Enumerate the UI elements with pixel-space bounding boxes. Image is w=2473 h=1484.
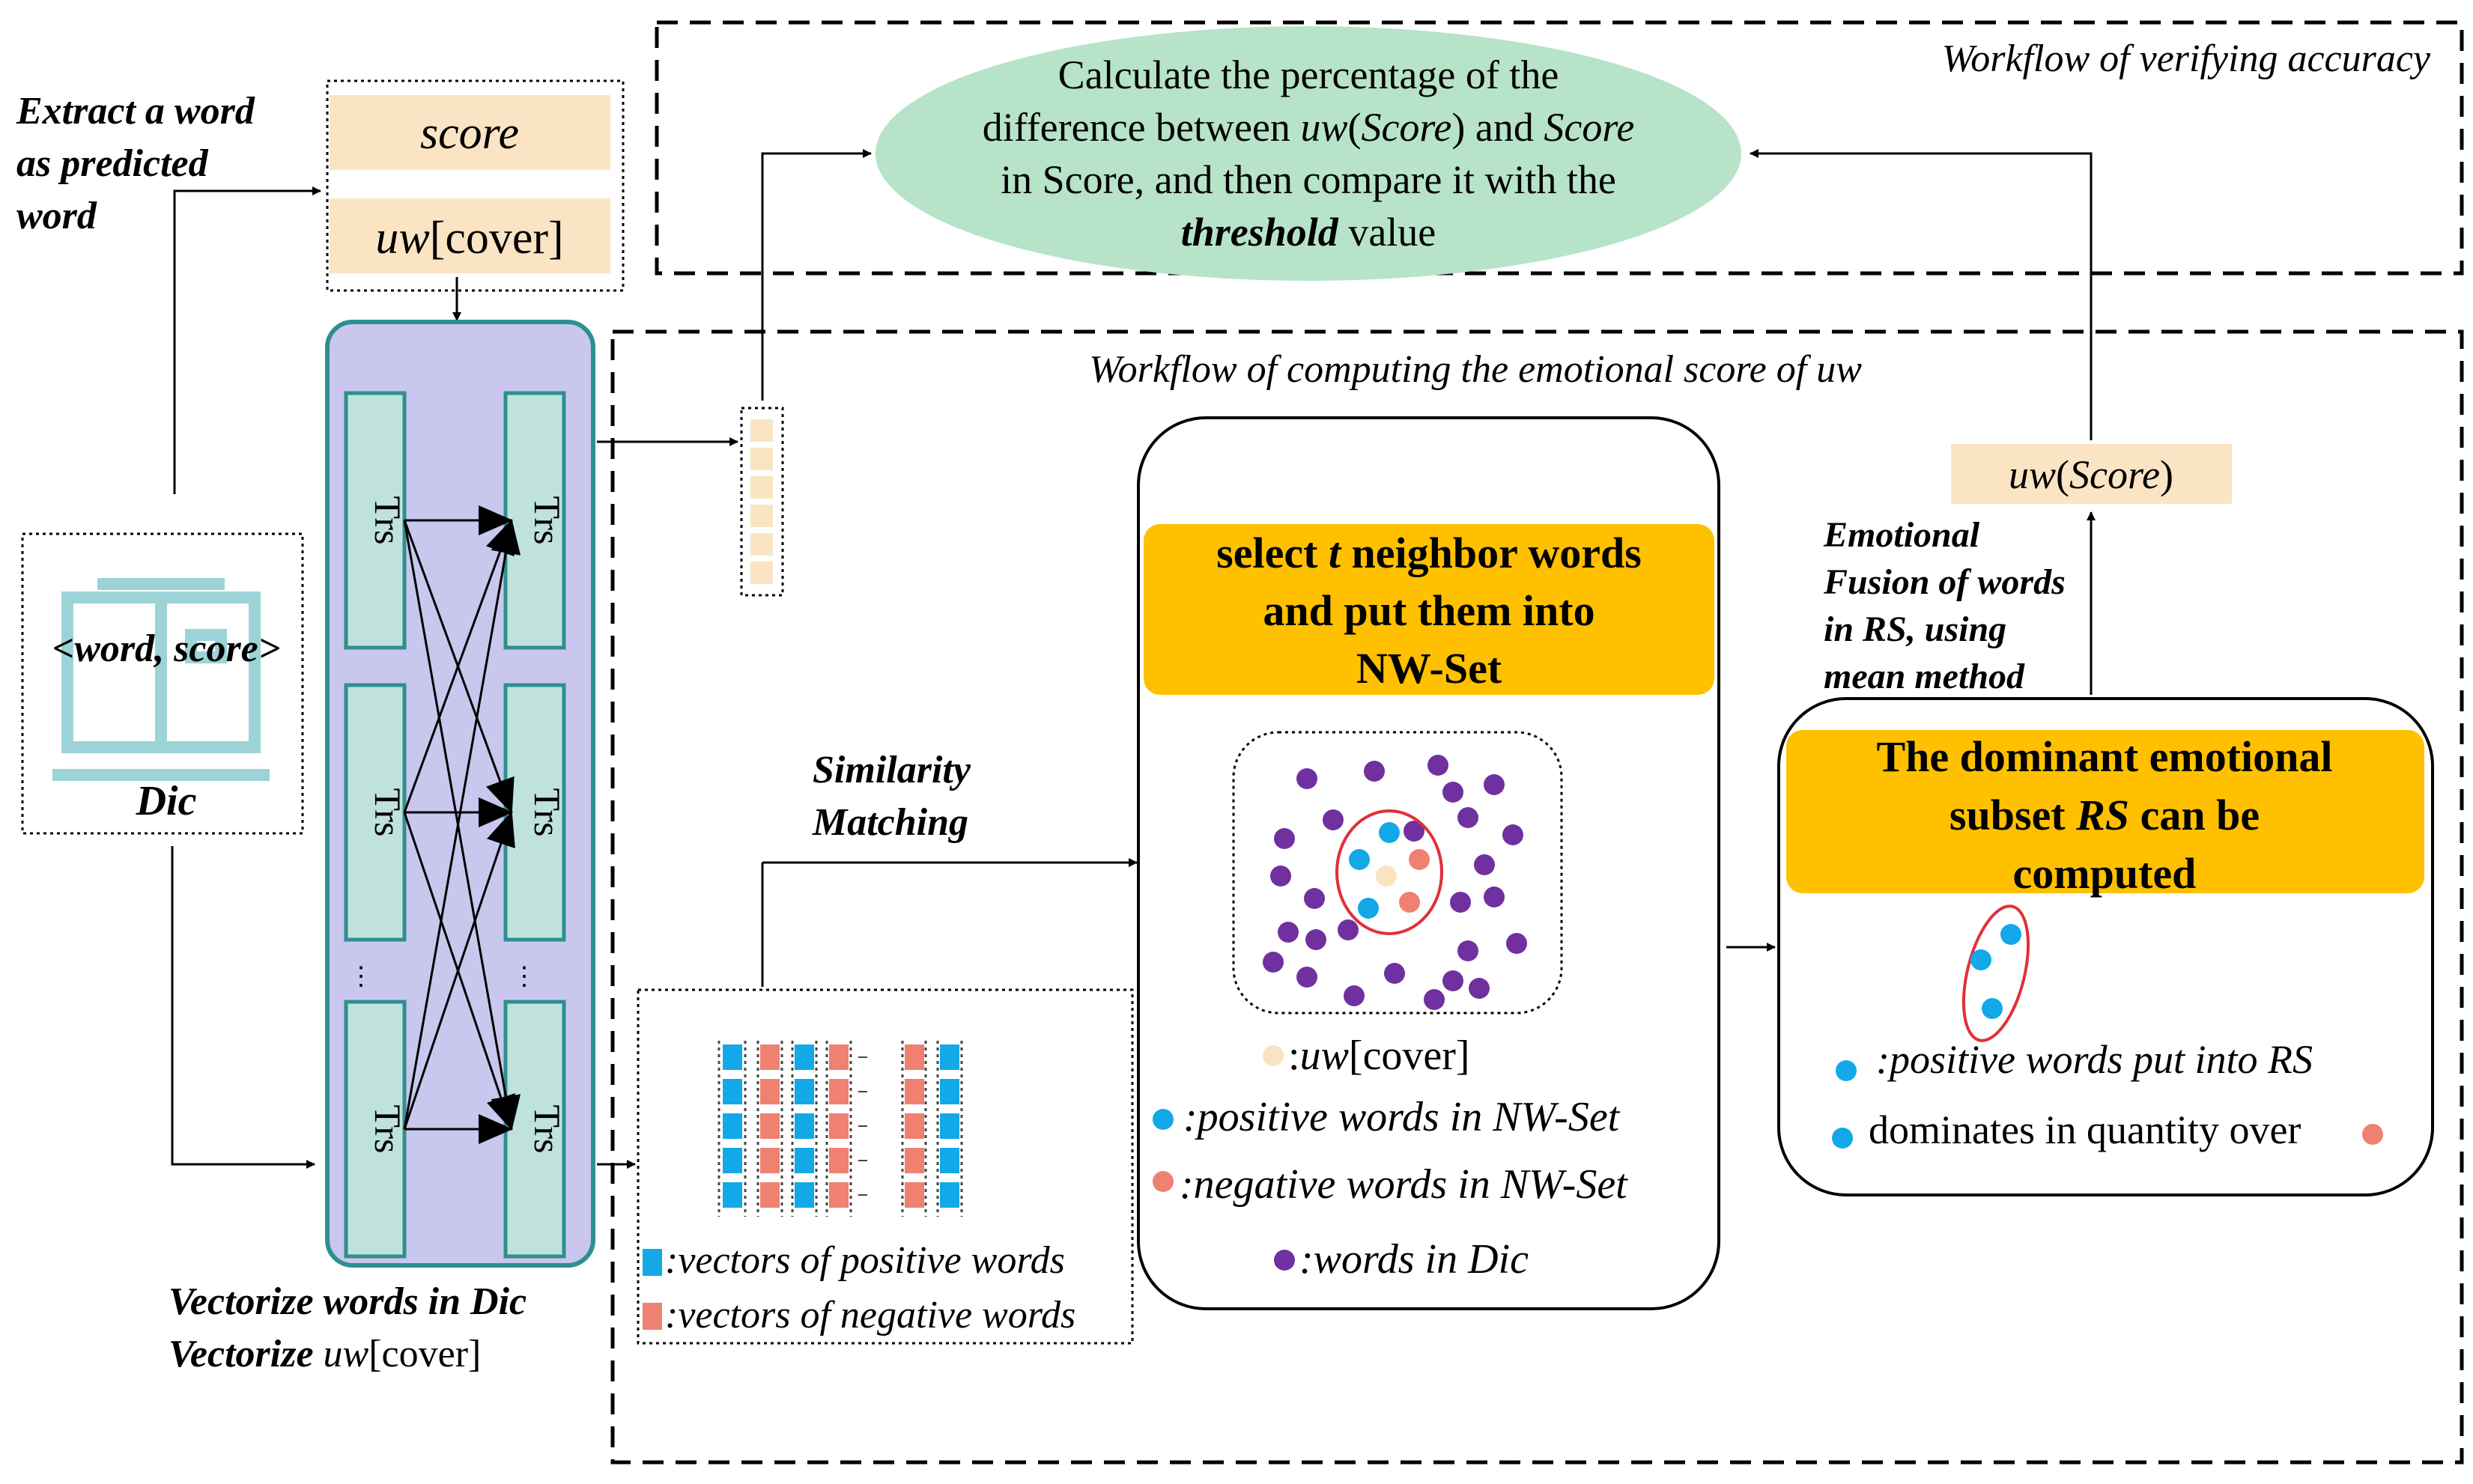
fusion-line-2: Fusion of words bbox=[1823, 562, 2066, 602]
arrow-dic-to-encoder bbox=[171, 846, 315, 1169]
trs-blocks bbox=[344, 391, 566, 1259]
trs-label-right-2: Trs bbox=[527, 788, 568, 837]
fusion-line-1: Emotional bbox=[1823, 515, 1980, 555]
legend-uw-cover: :uw[cover] bbox=[1288, 1033, 1470, 1079]
uw-score-text: uw(Score) bbox=[2009, 452, 2173, 497]
rs-legend-positive-dot bbox=[1836, 1060, 1857, 1081]
encoder-caption-1: Vectorize words in Dic bbox=[169, 1280, 527, 1323]
score-text: score bbox=[420, 108, 519, 159]
legend-negative-vectors: :vectors of negative words bbox=[665, 1294, 1075, 1336]
uw-cover-box bbox=[330, 198, 610, 273]
legend-positive-dot bbox=[1153, 1109, 1174, 1130]
vector-panel bbox=[637, 988, 1134, 1345]
verify-ellipse bbox=[876, 26, 1741, 281]
nw-set-dots bbox=[1349, 822, 1430, 919]
verify-region bbox=[655, 20, 2464, 276]
similarity-label-2: Matching bbox=[812, 801, 968, 844]
trs-label-left-3: Trs bbox=[367, 1105, 409, 1154]
legend-positive-vectors: :vectors of positive words bbox=[665, 1239, 1065, 1282]
trs-label-right-1: Trs bbox=[527, 496, 568, 545]
encoder-caption-2: Vectorize uw[cover] bbox=[169, 1333, 481, 1375]
rs-ring bbox=[1961, 904, 2030, 1042]
legend-uw-dot bbox=[1263, 1045, 1284, 1066]
embedding-space bbox=[1232, 731, 1563, 1015]
nw-header-line-1: select t neighbor words bbox=[1216, 529, 1642, 577]
nw-header-line-3: NW-Set bbox=[1356, 644, 1502, 693]
fusion-line-3: in RS, using bbox=[1824, 609, 2006, 649]
ellipse-line-2: difference between uw(Score) and Score bbox=[983, 105, 1635, 150]
dic-word-dots bbox=[1263, 755, 1527, 1010]
score-uw-container bbox=[326, 79, 625, 292]
arrow-uwscore-to-ellipse bbox=[1750, 149, 2093, 440]
rs-legend-positive: :positive words put into RS bbox=[1876, 1037, 2313, 1082]
rs-dots bbox=[1970, 924, 2021, 1019]
legend-negative-dot bbox=[1153, 1171, 1174, 1192]
trs-ellipsis-left: ⋮ bbox=[348, 963, 374, 991]
trs-label-right-3: Trs bbox=[527, 1105, 568, 1154]
rs-header-line-1: The dominant emotional bbox=[1876, 732, 2332, 781]
legend-positive-words: :positive words in NW-Set bbox=[1183, 1094, 1621, 1140]
trs-label-left-1: Trs bbox=[367, 496, 409, 545]
extract-label-1: Extract a word bbox=[16, 90, 255, 133]
rs-header bbox=[1786, 730, 2424, 893]
uw-cover-text: uw[cover] bbox=[375, 213, 563, 264]
rs-header-line-3: computed bbox=[2013, 849, 2197, 898]
legend-dic-dot bbox=[1274, 1250, 1295, 1271]
uw-score-box bbox=[1951, 444, 2232, 504]
nw-set-header bbox=[1144, 524, 1714, 695]
extract-label-3: word bbox=[16, 195, 97, 237]
nw-header-line-2: and put them into bbox=[1263, 586, 1594, 635]
rs-legend-dominates: dominates in quantity over bbox=[1869, 1107, 2301, 1152]
arrow-to-ellipse bbox=[761, 149, 872, 401]
verify-region-title: Workflow of verifying accuracy bbox=[1942, 37, 2431, 80]
compute-region-title: Workflow of computing the emotional scor… bbox=[1089, 348, 1862, 391]
book-icon bbox=[52, 578, 270, 781]
extract-label-2: as predicted bbox=[16, 142, 209, 185]
ellipse-line-3: in Score, and then compare it with the bbox=[1001, 157, 1616, 202]
uw-vector bbox=[740, 407, 784, 597]
trs-label-left-2: Trs bbox=[367, 788, 409, 837]
ellipse-line-4: threshold value bbox=[1181, 210, 1436, 255]
similarity-label-1: Similarity bbox=[813, 749, 971, 791]
fusion-line-4: mean method bbox=[1824, 657, 2025, 696]
legend-negative-swatch bbox=[643, 1303, 662, 1330]
compute-region bbox=[610, 329, 2464, 1465]
trs-connections bbox=[403, 505, 521, 1144]
rs-legend-negative-dot bbox=[2362, 1124, 2383, 1145]
legend-dic-words: :words in Dic bbox=[1299, 1236, 1529, 1283]
legend-positive-swatch bbox=[643, 1249, 662, 1276]
rs-legend-dominant-dot bbox=[1832, 1128, 1853, 1149]
score-box bbox=[330, 95, 610, 170]
ellipse-line-1: Calculate the percentage of the bbox=[1058, 52, 1559, 97]
rs-header-line-2: subset RS can be bbox=[1949, 791, 2260, 839]
arrow-dic-to-score bbox=[173, 186, 321, 494]
dic-entry: <word, score> bbox=[52, 627, 281, 670]
nw-set-ring bbox=[1335, 809, 1443, 935]
vector-matrix bbox=[717, 1041, 963, 1217]
trs-ellipsis-right: ⋮ bbox=[512, 963, 537, 991]
legend-negative-words: :negative words in NW-Set bbox=[1180, 1161, 1628, 1208]
dic-label: Dic bbox=[136, 778, 197, 824]
